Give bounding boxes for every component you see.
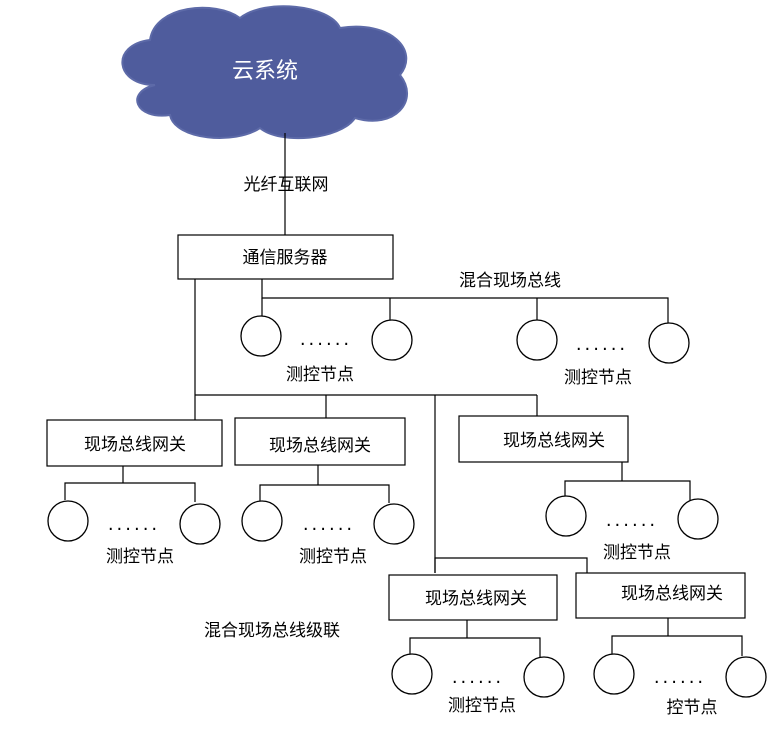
cloud-system: 云系统	[121, 5, 408, 140]
node-circle	[677, 498, 719, 540]
node-bus-line	[64, 482, 196, 502]
mixed-bus-line	[261, 279, 669, 325]
node-circle	[391, 653, 433, 695]
node-circle	[179, 503, 221, 545]
node-bus-line	[409, 637, 541, 657]
ellipsis: ......	[452, 667, 504, 688]
gateway-box	[575, 572, 746, 619]
node-circle	[371, 319, 413, 361]
gateway-box	[388, 574, 558, 621]
node-bus-line	[611, 635, 743, 656]
node-circle	[648, 322, 690, 364]
node-circle	[516, 319, 558, 361]
node-bus-line	[564, 480, 691, 500]
node-circle	[593, 653, 635, 695]
gateway-label: 现场总线网关	[621, 584, 723, 604]
gateway-label: 现场总线网关	[503, 431, 605, 451]
node-group-label: 测控节点	[603, 543, 671, 563]
gateway-box	[46, 419, 223, 467]
mixed-bus-label: 混合现场总线	[459, 271, 561, 291]
fiber-label: 光纤互联网	[244, 175, 329, 195]
node-group-label: 测控节点	[299, 547, 367, 567]
communication-server-box	[177, 234, 394, 280]
ellipsis: ......	[108, 514, 160, 535]
node-circle	[523, 656, 565, 698]
gateway-label: 现场总线网关	[425, 589, 527, 609]
node-bus-line	[259, 484, 390, 503]
ellipsis: ......	[576, 334, 628, 355]
cascade-label: 混合现场总线级联	[204, 621, 340, 641]
node-circle	[47, 500, 89, 542]
node-circle	[725, 656, 767, 698]
node-group-label: 测控节点	[448, 696, 516, 716]
gateway-box	[234, 417, 406, 466]
cloud-label: 云系统	[232, 59, 298, 84]
ellipsis: ......	[654, 667, 706, 688]
ellipsis: ......	[300, 329, 352, 350]
node-group-label: 测控节点	[286, 365, 354, 385]
node-group-label: 测控节点	[106, 547, 174, 567]
gateway-label: 现场总线网关	[84, 435, 186, 455]
cascade-bus-line	[434, 557, 588, 574]
node-group-label-partial: 控节点	[667, 698, 718, 718]
gateway-label: 现场总线网关	[269, 436, 371, 456]
ellipsis: ......	[606, 510, 658, 531]
node-circle	[241, 500, 283, 542]
node-group-label: 测控节点	[564, 368, 632, 388]
node-circle	[545, 495, 587, 537]
cloud-shape	[121, 5, 408, 140]
gateway-box	[458, 415, 629, 463]
node-circle	[373, 503, 415, 545]
communication-server-label: 通信服务器	[243, 248, 328, 268]
ellipsis: ......	[303, 514, 355, 535]
node-circle	[240, 315, 282, 357]
